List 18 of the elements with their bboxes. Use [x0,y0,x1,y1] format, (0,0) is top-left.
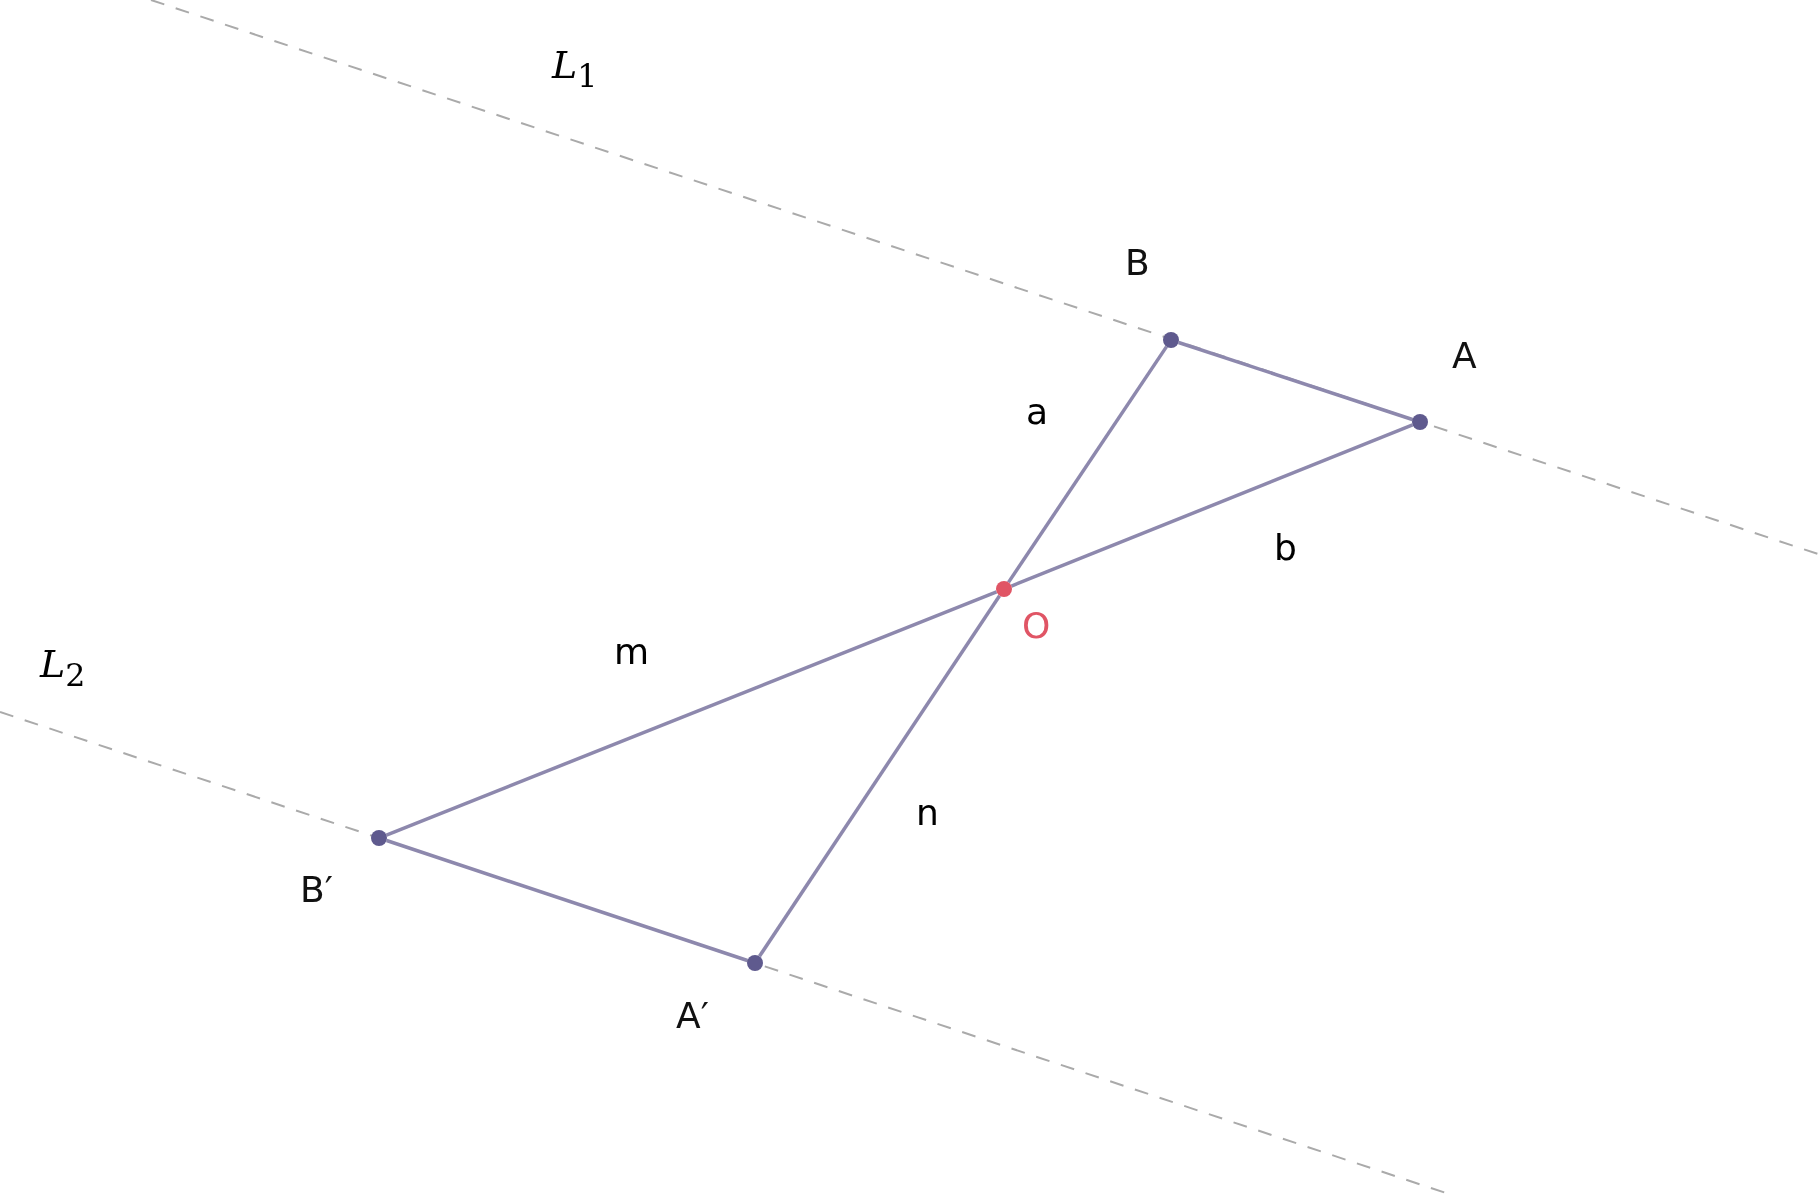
line-segment [757,594,1002,958]
point-dot [1163,332,1179,348]
point-dot [371,830,387,846]
line-segment [1007,345,1168,584]
line-segment [1178,340,1413,422]
line-segment [385,590,998,837]
point-dot [1412,414,1428,430]
point-dot [747,955,763,971]
point-label: A′ [676,998,709,1034]
point-label: B [1125,245,1150,281]
line-segment [1010,423,1414,588]
line-label: L$_{1}$ [552,46,598,93]
point-label: A [1452,338,1477,374]
line-label: L$_{2}$ [40,645,86,692]
line-segment [386,838,748,963]
point-dot [996,581,1012,597]
point-label: B′ [300,872,333,908]
point-label: O [1022,608,1051,644]
